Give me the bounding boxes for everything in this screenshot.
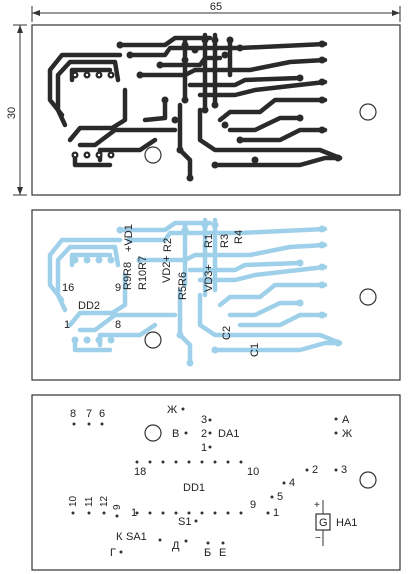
board-placement-outline [31,394,401,571]
label-b: Б [204,547,211,559]
dimension-width-label: 65 [210,1,222,13]
label-ha1: HA1 [336,517,357,529]
mounting-hole [144,331,162,349]
label-dd1: DD1 [183,482,205,494]
svg-text:−: − [315,533,321,544]
label-c1: 1 [273,507,279,519]
label-pin16: 16 [62,282,74,294]
label-g-mark: G [319,517,328,529]
label-g: Г [110,547,116,559]
board-components: +VD1 R2 R1 R3 R4 R9R8 R10R7 VD2+ R5R6 VD… [31,209,401,381]
label-zh2: Ж [342,428,352,440]
label-s12: 12 [99,495,110,507]
label-s11: 11 [84,496,95,507]
label-c4: 4 [289,477,295,489]
label-sa1: SA1 [126,531,147,543]
board-placement: 8 7 6 Ж В 3 2 DA1 1 А Ж 18 10 DD1 1 9 [31,394,401,571]
label-pin9: 9 [115,282,121,294]
label-vd1: +VD1 [123,224,135,252]
label-v: В [172,428,179,440]
label-n3: 3 [201,414,207,426]
label-s9: 9 [112,504,123,510]
label-n18: 18 [134,466,146,478]
dimension-height: 30 [6,24,27,196]
label-s10: 10 [68,495,79,507]
label-e: Е [219,547,226,559]
label-r2: R2 [162,238,174,252]
mounting-hole [359,288,377,306]
label-r5r6: R5R6 [177,272,189,300]
buzzer-symbol: G + − [314,500,331,546]
label-vd3: VD3+ [203,264,215,292]
label-n1b: 1 [131,507,137,519]
label-n9: 9 [250,499,256,511]
label-p6: 6 [99,408,105,420]
label-c2: 2 [312,464,318,476]
label-zh1: Ж [167,404,177,416]
label-c2: C2 [221,326,233,340]
label-c1: C1 [249,343,261,357]
dimension-height-label: 30 [6,107,18,119]
label-k: К [116,531,123,543]
label-p8: 8 [70,408,76,420]
dimension-width: 65 [31,1,401,22]
label-d: Д [172,540,180,552]
label-da1: DA1 [218,428,239,440]
svg-text:+: + [314,500,320,511]
label-r4: R4 [233,230,245,244]
label-p7: 7 [86,408,92,420]
label-pin1: 1 [64,319,70,331]
label-vd2: VD2+ [161,255,173,283]
label-n1: 1 [201,442,207,454]
mounting-hole [144,146,162,164]
mounting-hole [359,471,377,489]
label-r1: R1 [203,234,215,248]
label-a: А [342,414,350,426]
label-dd2: DD2 [78,300,100,312]
board-traces [31,24,401,196]
label-r9r8: R9R8 [122,262,134,290]
label-s1: S1 [178,516,191,528]
label-c3: 3 [341,464,347,476]
mounting-hole [359,103,377,121]
label-n2: 2 [201,428,207,440]
label-r3: R3 [219,234,231,248]
mounting-hole [144,424,162,442]
label-pin8: 8 [115,319,121,331]
label-r10r7: R10R7 [137,256,149,290]
label-n10: 10 [247,466,259,478]
label-c5: 5 [277,491,283,503]
